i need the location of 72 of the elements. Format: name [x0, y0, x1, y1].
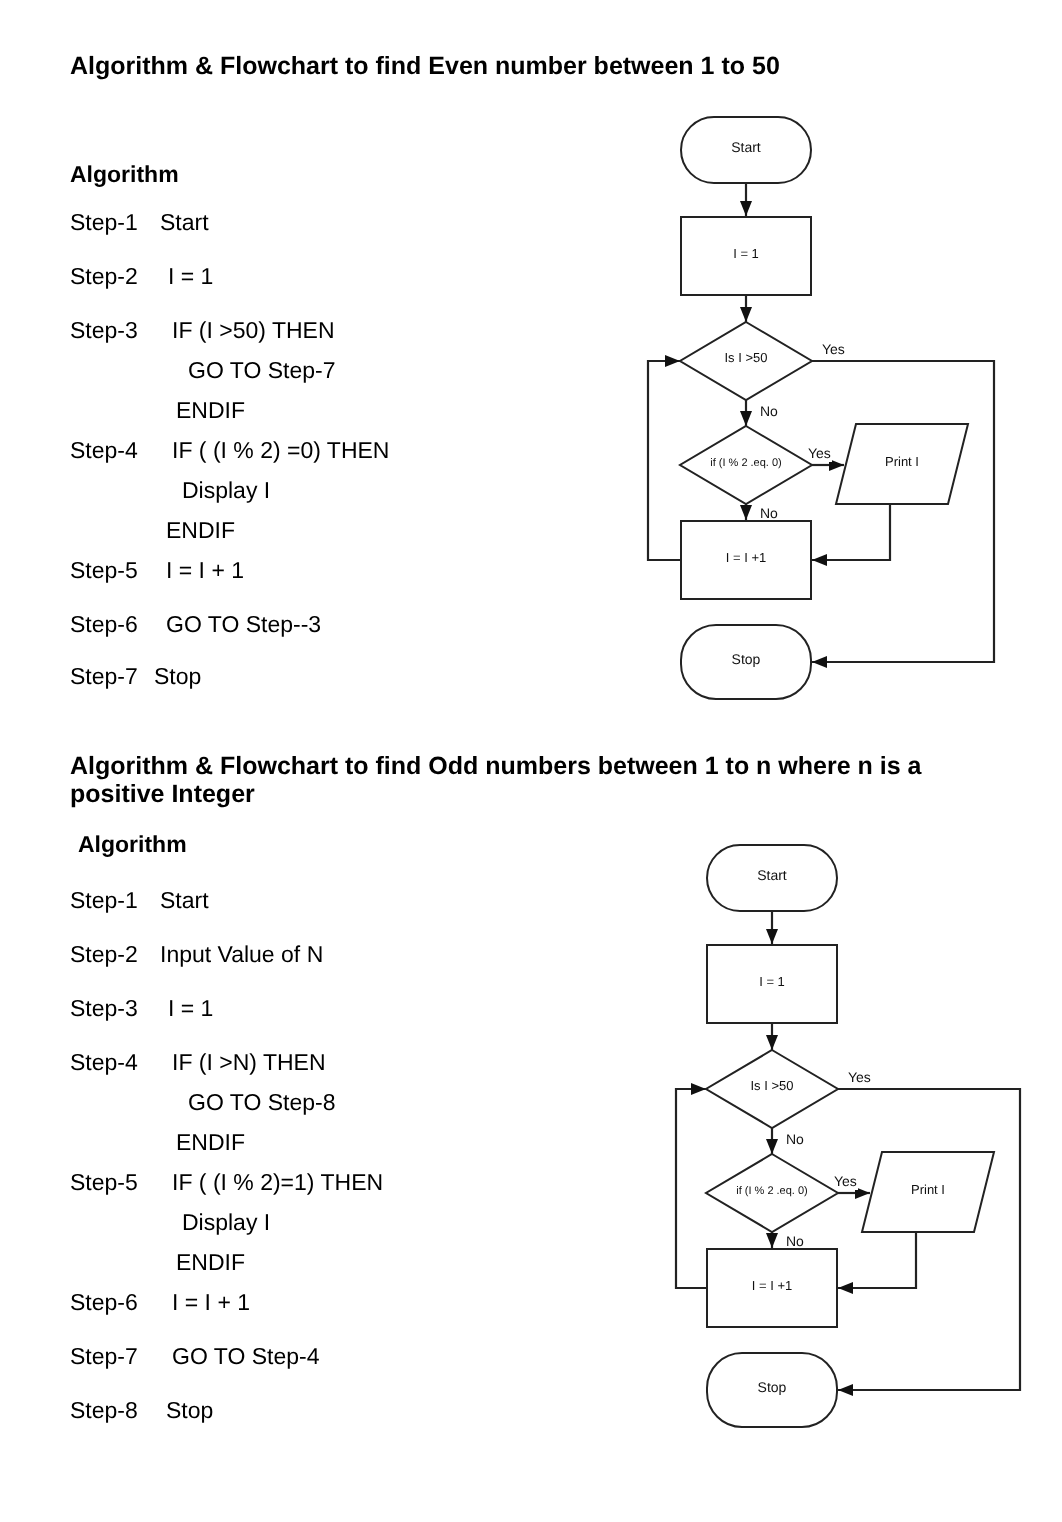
algorithm-text: IF (I >50) THEN: [172, 320, 335, 347]
algorithm-text: I = 1: [168, 266, 214, 293]
arrow: [739, 296, 753, 322]
terminal-box: [680, 116, 812, 184]
input-output-box: [862, 1152, 994, 1232]
input-output-box: [836, 424, 968, 504]
algorithm-text: IF (I >N) THEN: [172, 1052, 326, 1079]
arrow: [739, 400, 753, 426]
process-box: [706, 944, 838, 1024]
algorithm-text: GO TO Step-7: [188, 360, 336, 387]
algorithm-text: Step-1: [70, 212, 138, 239]
arrow: [739, 184, 753, 216]
algorithm-text: Start: [160, 212, 209, 239]
algorithm-text: GO TO Step-4: [172, 1346, 320, 1373]
terminal-box: [706, 1352, 838, 1428]
algorithm-text: Step-2: [70, 266, 138, 293]
algorithm-text: Step-5: [70, 560, 138, 587]
algorithm-text: Input Value of N: [160, 944, 324, 971]
algorithm-text: Display I: [182, 1212, 271, 1239]
algorithm-text: Stop: [154, 666, 202, 693]
algorithm-text: Step-2: [70, 944, 138, 971]
algorithm-text: GO TO Step-8: [188, 1092, 336, 1119]
algorithm-text: Stop: [166, 1400, 214, 1427]
algorithm-text: Start: [160, 890, 209, 917]
arrow: [646, 354, 680, 562]
arrow: [674, 1082, 706, 1290]
algorithm-text: IF ( (I % 2)=1) THEN: [172, 1172, 384, 1199]
algorithm-text: Step-1: [70, 890, 138, 917]
process-box: [706, 1248, 838, 1328]
algorithm-text: Step-7: [70, 666, 138, 693]
decision-diamond: [680, 322, 812, 400]
process-box: [680, 520, 812, 600]
algorithm-text: I = 1: [168, 998, 214, 1025]
decision-diamond: [706, 1154, 838, 1232]
arrow: [765, 912, 779, 944]
algorithm-text: I = I + 1: [172, 1292, 250, 1319]
arrow: [812, 504, 892, 567]
algorithm-text: Algorithm: [78, 834, 187, 861]
terminal-box: [680, 624, 812, 700]
algorithm-text: ENDIF: [166, 520, 235, 547]
algorithm-text: Step-8: [70, 1400, 138, 1427]
algorithm-text: ENDIF: [176, 1132, 245, 1159]
algorithm-text: Step-3: [70, 320, 138, 347]
heading: Algorithm & Flowchart to find Even number between 1 to 50: [70, 52, 782, 81]
algorithm-text: ENDIF: [176, 1252, 245, 1279]
process-box: [680, 216, 812, 296]
algorithm-text: Step-4: [70, 1052, 138, 1079]
algorithm-text: GO TO Step--3: [166, 614, 322, 641]
algorithm-text: ENDIF: [176, 400, 245, 427]
algorithm-text: I = I + 1: [166, 560, 244, 587]
algorithm-text: Step-6: [70, 1292, 138, 1319]
algorithm-text: Step-3: [70, 998, 138, 1025]
decision-diamond: [680, 426, 812, 504]
algorithm-text: Step-4: [70, 440, 138, 467]
arrow: [765, 1128, 779, 1154]
algorithm-text: Step-7: [70, 1346, 138, 1373]
heading: Algorithm & Flowchart to find Odd numbers between 1 to n where n is a positive Integer: [70, 752, 924, 810]
arrow: [739, 504, 753, 520]
arrow: [765, 1232, 779, 1248]
arrow: [812, 359, 996, 669]
arrow: [838, 1087, 1022, 1397]
arrow: [838, 1186, 870, 1200]
algorithm-text: IF ( (I % 2) =0) THEN: [172, 440, 390, 467]
arrow: [765, 1024, 779, 1050]
algorithm-text: Step-5: [70, 1172, 138, 1199]
terminal-box: [706, 844, 838, 912]
arrow: [812, 458, 844, 472]
algorithm-text: Algorithm: [70, 164, 179, 191]
algorithm-text: Step-6: [70, 614, 138, 641]
algorithm-text: Display I: [182, 480, 271, 507]
arrow: [838, 1232, 918, 1295]
decision-diamond: [706, 1050, 838, 1128]
